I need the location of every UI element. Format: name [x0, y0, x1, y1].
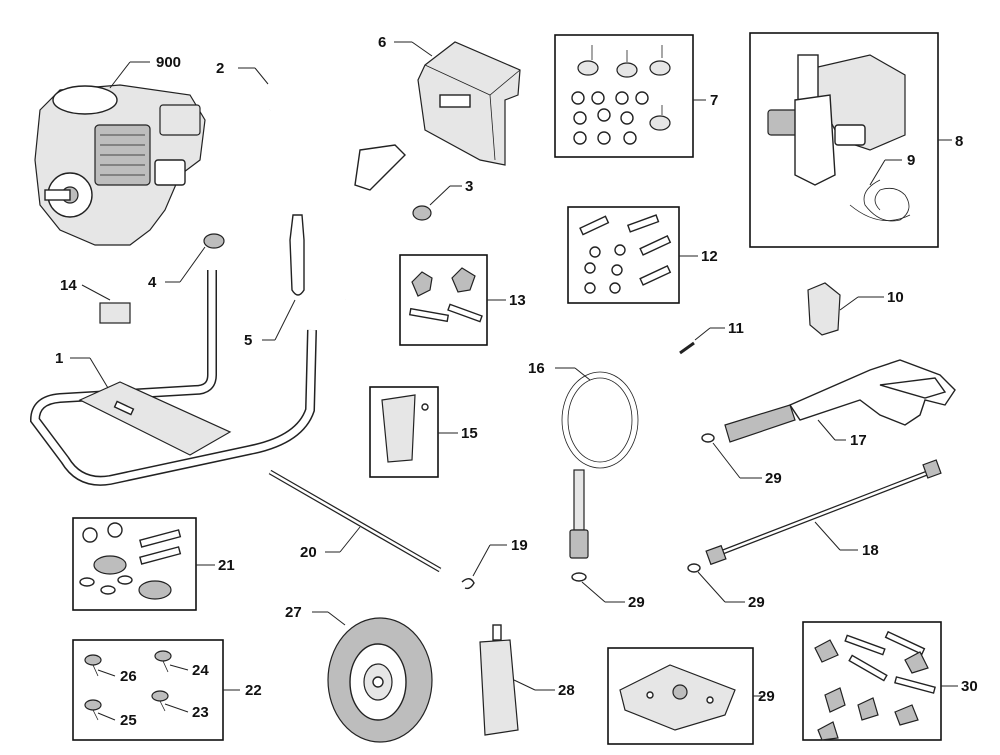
callout-29b: 29 — [628, 594, 645, 611]
callout-30: 30 — [961, 678, 978, 695]
callout-900: 900 — [156, 54, 181, 71]
kit-box-13 — [399, 254, 488, 346]
callout-29d: 29 — [758, 688, 775, 705]
kit-box-12 — [567, 206, 680, 304]
knob-kit-illustration — [408, 267, 483, 323]
strap-illustration — [289, 214, 305, 296]
callout-28: 28 — [558, 682, 575, 699]
screw-kit-illustration — [84, 650, 172, 721]
callout-12: 12 — [701, 248, 718, 265]
wheel-illustration — [327, 617, 433, 743]
clip-illustration — [461, 578, 475, 590]
callout-9: 9 — [907, 152, 915, 169]
nut-illustration — [412, 205, 432, 221]
holder-illustration — [807, 282, 841, 336]
callout-22: 22 — [245, 682, 262, 699]
callout-20: 20 — [300, 544, 317, 561]
callout-11: 11 — [728, 320, 744, 337]
callout-27: 27 — [285, 604, 302, 621]
callout-8: 8 — [955, 133, 963, 150]
handle-illustration — [242, 66, 406, 330]
pin-illustration — [679, 341, 695, 355]
kit-box-15 — [369, 386, 439, 478]
callout-25: 25 — [120, 712, 137, 729]
wand-illustration — [687, 459, 942, 573]
callout-3: 3 — [465, 178, 473, 195]
engine-illustration — [34, 84, 206, 246]
callout-6: 6 — [378, 34, 386, 51]
callout-5: 5 — [244, 332, 252, 349]
pump-illustration — [767, 54, 911, 222]
decal-illustration — [99, 302, 131, 324]
bracket-illustration — [417, 41, 521, 166]
callout-10: 10 — [887, 289, 904, 306]
nozzle-kit-illustration — [814, 630, 936, 741]
callout-24: 24 — [192, 662, 209, 679]
callout-23: 23 — [192, 704, 209, 721]
callout-29c: 29 — [748, 594, 765, 611]
bottle-illustration — [479, 624, 519, 736]
frame-illustration — [29, 270, 317, 486]
callout-7: 7 — [710, 92, 718, 109]
isolator-kit-illustration — [571, 45, 671, 145]
callout-2: 2 — [216, 60, 224, 77]
callout-21: 21 — [218, 557, 235, 574]
callout-4: 4 — [148, 274, 157, 291]
callout-15: 15 — [461, 425, 478, 442]
kit-box-30 — [802, 621, 942, 741]
callout-29a: 29 — [765, 470, 782, 487]
kit-box-21 — [72, 517, 197, 611]
panel-illustration — [381, 394, 416, 463]
callout-18: 18 — [862, 542, 879, 559]
plate-kit-illustration — [619, 664, 736, 731]
callout-1: 1 — [55, 350, 63, 367]
kit-box-7 — [554, 34, 694, 158]
foot-kit-illustration — [79, 522, 182, 600]
spray-gun-illustration — [701, 359, 956, 443]
bolt-kit-illustration — [579, 214, 672, 294]
callout-14: 14 — [60, 277, 77, 294]
callout-16: 16 — [528, 360, 545, 377]
callout-13: 13 — [509, 292, 526, 309]
callout-17: 17 — [850, 432, 867, 449]
callout-26: 26 — [120, 668, 137, 685]
callout-19: 19 — [511, 537, 528, 554]
cap-illustration — [203, 233, 225, 249]
hose-illustration — [551, 361, 649, 582]
